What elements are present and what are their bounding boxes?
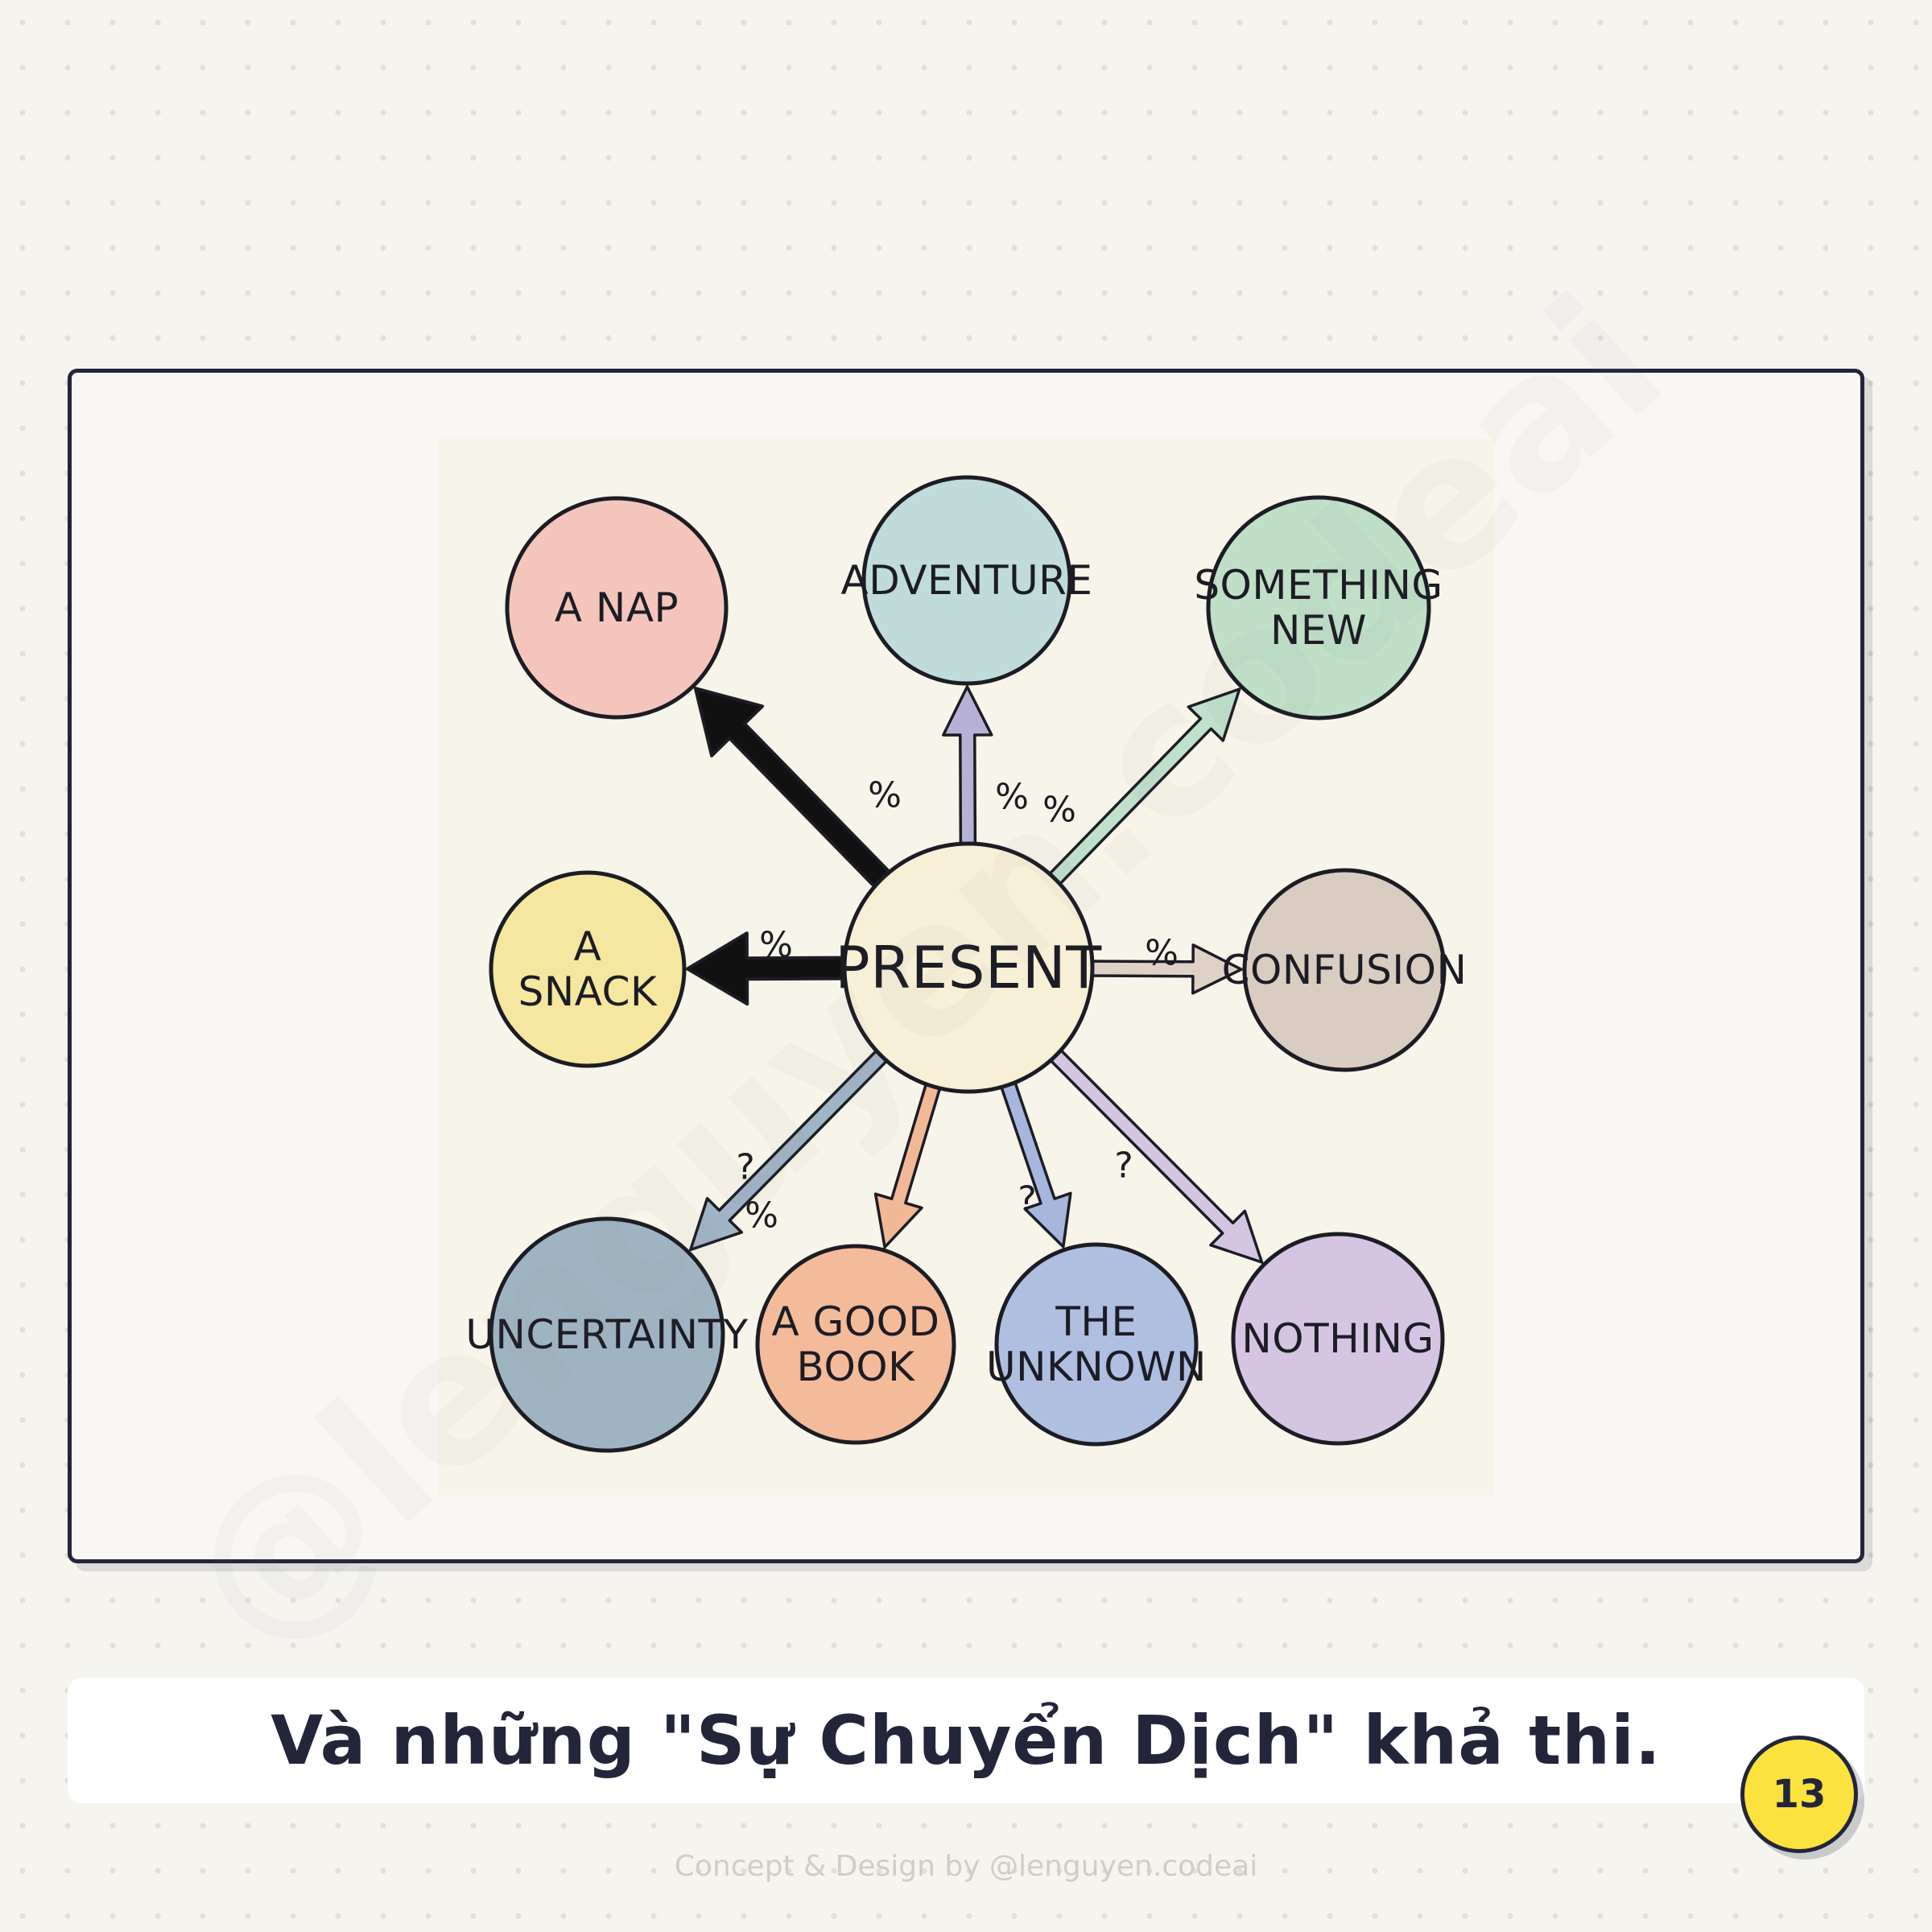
arrow-to-a-good-book (873, 1078, 943, 1249)
edge-mark-uncertainty: ? (736, 1147, 754, 1188)
edge-mark-something-new: % (1042, 790, 1076, 831)
node-label-a-snack: A (574, 923, 602, 970)
arrow-to-the-unknown (998, 1076, 1072, 1249)
node-label-the-unknown: UNKNOWN (986, 1344, 1207, 1390)
credit-text: Concept & Design by @lenguyen.codeai (674, 1850, 1258, 1883)
node-label-something-new: SOMETHING (1194, 562, 1443, 609)
arrow-to-adventure (942, 685, 993, 850)
arrow-to-uncertainty (689, 1046, 892, 1252)
node-a-nap: A NAP (505, 496, 729, 720)
node-label-a-snack: SNACK (518, 968, 658, 1015)
edge-mark-a-good-book: % (745, 1195, 778, 1236)
node-adventure: ADVENTURE (841, 475, 1093, 686)
node-circle-confusion (1242, 868, 1447, 1072)
node-circle-uncertainty (489, 1216, 725, 1453)
caption-bar: Và những "Sự Chuyển Dịch" khả thi. (68, 1678, 1864, 1803)
arrow-to-a-nap (693, 687, 894, 892)
node-label-a-good-book: A GOOD (771, 1298, 939, 1345)
node-circle-a-good-book (755, 1244, 956, 1445)
edge-mark-confusion: % (1145, 933, 1179, 974)
edge-mark-the-unknown: ? (1018, 1179, 1036, 1220)
page-number-badge: 13 (1740, 1736, 1858, 1853)
node-circle-adventure (861, 475, 1072, 686)
page-number: 13 (1772, 1772, 1827, 1817)
center-node-circle (842, 841, 1095, 1094)
node-circle-the-unknown (994, 1242, 1199, 1447)
node-circle-a-nap (505, 496, 729, 720)
arrow-to-nothing (1046, 1045, 1264, 1264)
caption-text: Và những "Sự Chuyển Dịch" khả thi. (270, 1701, 1662, 1780)
edge-mark-nothing: ? (1114, 1146, 1133, 1187)
arrow-to-something-new (1045, 687, 1241, 889)
node-nothing: NOTHING (1231, 1232, 1445, 1446)
node-label-uncertainty: UNCERTAINTY (465, 1311, 748, 1358)
node-confusion: CONFUSION (1222, 868, 1468, 1072)
center-node: PRESENT (835, 841, 1102, 1094)
arrow-to-confusion (1086, 943, 1243, 995)
edge-mark-a-nap: % (868, 775, 902, 816)
node-label-nothing: NOTHING (1241, 1315, 1434, 1362)
node-circle-nothing (1231, 1232, 1445, 1446)
node-label-a-nap: A NAP (555, 584, 679, 631)
edge-mark-adventure: % (995, 777, 1029, 818)
node-circle-something-new (1206, 495, 1431, 720)
edges-layer: %%%%%?%?? (686, 685, 1264, 1264)
node-label-confusion: CONFUSION (1222, 947, 1468, 993)
node-label-adventure: ADVENTURE (841, 557, 1093, 604)
node-label-the-unknown: THE (1055, 1298, 1137, 1345)
edge-mark-a-snack: % (759, 925, 793, 966)
center-node-label: PRESENT (835, 934, 1102, 1001)
node-circle-a-snack (489, 870, 687, 1068)
node-label-a-good-book: BOOK (797, 1344, 916, 1390)
arrow-to-a-snack (686, 931, 852, 1006)
node-uncertainty: UNCERTAINTY (465, 1216, 748, 1453)
node-label-something-new: NEW (1270, 607, 1367, 654)
